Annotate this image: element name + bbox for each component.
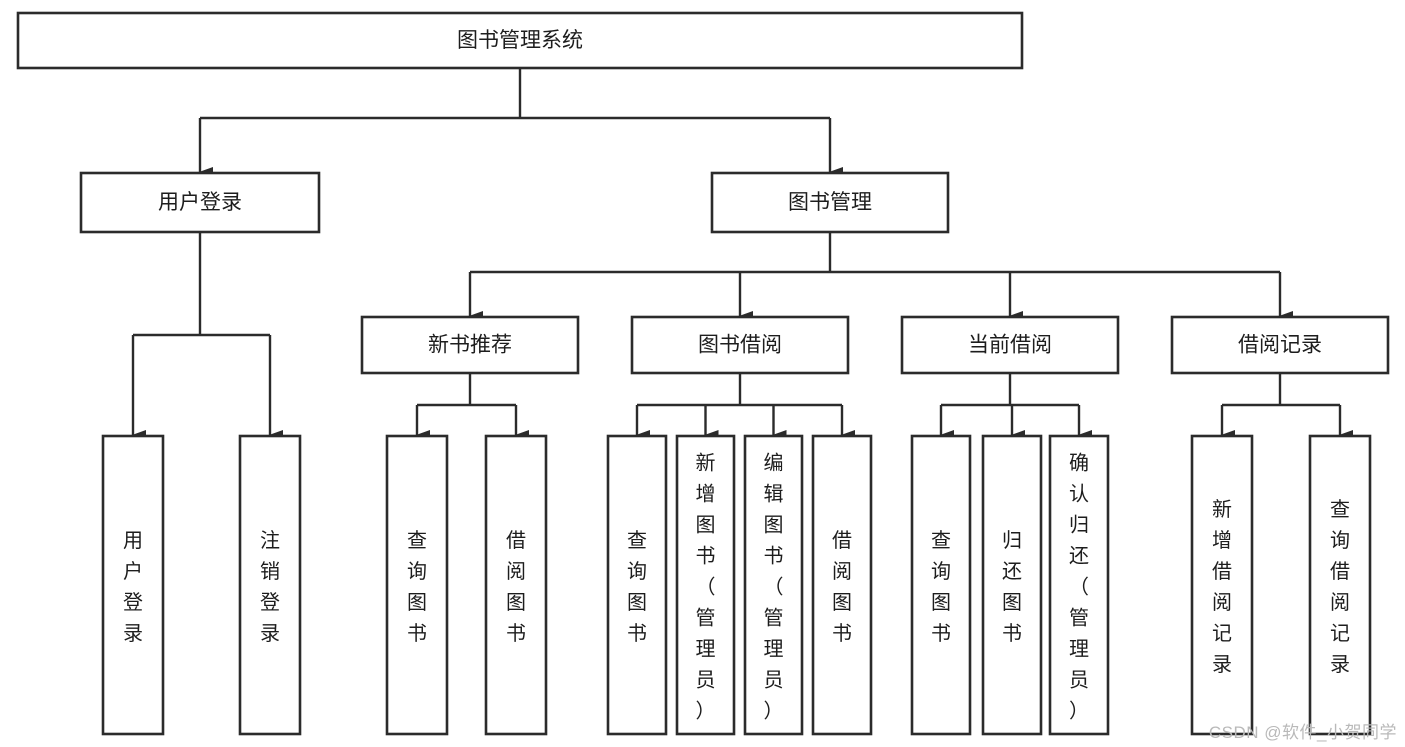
node-leaf-borrow-edit-book[interactable]: 编辑图书（管理员） [743,434,804,736]
node-box-leaf-borrow-add-book[interactable] [675,434,736,736]
node-current-borrow[interactable]: 当前借阅 [900,315,1120,375]
node-box-current-borrow[interactable] [900,315,1120,375]
node-box-leaf-borrow-query-book[interactable] [606,434,668,736]
edge-group-root [198,68,843,177]
node-box-leaf-cur-return-book[interactable] [981,434,1043,736]
node-box-leaf-rec-add-record[interactable] [1190,434,1254,736]
node-label-book-manage: 图书管理 [788,191,872,214]
node-layer: 图书管理系统用户登录图书管理新书推荐图书借阅当前借阅借阅记录用户登录注销登录查询… [16,11,1390,736]
watermark-text: CSDN @软件_小贺同学 [1208,723,1397,742]
node-leaf-borrow-borrow-book[interactable]: 借阅图书 [811,434,873,736]
edge-layer [131,68,1353,440]
node-label-new-book-rec: 新书推荐 [428,334,512,357]
edge-group-current-borrow [939,373,1092,440]
node-label-borrow-record: 借阅记录 [1238,334,1322,357]
node-label-leaf-rec-borrow-book: 借阅图书 [506,529,526,645]
node-book-borrow[interactable]: 图书借阅 [630,315,850,375]
node-box-book-manage[interactable] [710,171,950,234]
node-root[interactable]: 图书管理系统 [16,11,1024,70]
node-box-leaf-borrow-borrow-book[interactable] [811,434,873,736]
node-box-leaf-rec-borrow-book[interactable] [484,434,548,736]
node-box-root[interactable] [16,11,1024,70]
node-box-leaf-user-logout[interactable] [238,434,302,736]
node-user-login[interactable]: 用户登录 [79,171,321,234]
node-label-leaf-user-logout: 注销登录 [260,529,280,645]
node-leaf-rec-query-book[interactable]: 查询图书 [385,434,449,736]
node-leaf-borrow-add-book[interactable]: 新增图书（管理员） [675,434,736,736]
node-borrow-record[interactable]: 借阅记录 [1170,315,1390,375]
edge-group-book-borrow [635,373,855,440]
node-leaf-borrow-query-book[interactable]: 查询图书 [606,434,668,736]
node-leaf-cur-return-book[interactable]: 归还图书 [981,434,1043,736]
node-leaf-user-logout[interactable]: 注销登录 [238,434,302,736]
node-label-leaf-borrow-query-book: 查询图书 [627,529,647,645]
edge-group-borrow-record [1220,373,1353,440]
node-box-new-book-rec[interactable] [360,315,580,375]
node-label-leaf-rec-query-book: 查询图书 [407,529,427,645]
node-label-leaf-rec-add-record: 新增借阅记录 [1212,498,1232,676]
node-leaf-rec-add-record[interactable]: 新增借阅记录 [1190,434,1254,736]
node-label-leaf-cur-return-book: 归还图书 [1002,529,1022,645]
edge-group-new-book-rec [415,373,529,440]
node-label-user-login: 用户登录 [158,191,242,214]
node-box-leaf-cur-confirm-return[interactable] [1048,434,1110,736]
edge-group-user-login [131,232,283,440]
node-label-current-borrow: 当前借阅 [968,334,1052,357]
node-book-manage[interactable]: 图书管理 [710,171,950,234]
node-label-leaf-borrow-borrow-book: 借阅图书 [832,529,852,645]
node-box-borrow-record[interactable] [1170,315,1390,375]
node-box-leaf-rec-query-book[interactable] [385,434,449,736]
node-leaf-cur-query-book[interactable]: 查询图书 [910,434,972,736]
node-box-book-borrow[interactable] [630,315,850,375]
node-label-root: 图书管理系统 [457,29,583,52]
node-label-leaf-user-login: 用户登录 [123,530,143,645]
node-label-leaf-cur-query-book: 查询图书 [931,529,951,645]
node-box-leaf-rec-query-record[interactable] [1308,434,1372,736]
node-leaf-user-login[interactable]: 用户登录 [101,434,165,736]
node-box-leaf-user-login[interactable] [101,434,165,736]
node-label-leaf-rec-query-record: 查询借阅记录 [1330,498,1350,676]
node-box-leaf-borrow-edit-book[interactable] [743,434,804,736]
node-label-leaf-cur-confirm-return: 确认归还（管理员） [1069,452,1089,723]
edge-group-book-manage [468,232,1293,321]
node-new-book-rec[interactable]: 新书推荐 [360,315,580,375]
node-label-book-borrow: 图书借阅 [698,334,782,357]
node-label-leaf-borrow-add-book: 新增图书（管理员） [696,452,716,723]
node-box-leaf-cur-query-book[interactable] [910,434,972,736]
node-box-user-login[interactable] [79,171,321,234]
node-leaf-rec-query-record[interactable]: 查询借阅记录 [1308,434,1372,736]
node-label-leaf-borrow-edit-book: 编辑图书（管理员） [764,452,784,723]
node-leaf-cur-confirm-return[interactable]: 确认归还（管理员） [1048,434,1110,736]
node-leaf-rec-borrow-book[interactable]: 借阅图书 [484,434,548,736]
